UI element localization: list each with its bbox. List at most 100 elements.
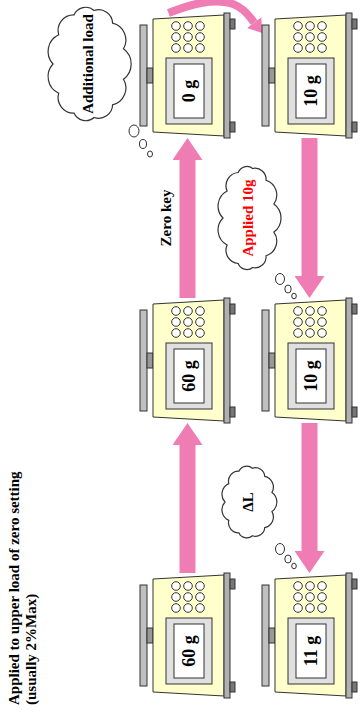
keypad-key xyxy=(318,44,327,53)
keypad-key xyxy=(196,593,205,602)
step-arrow xyxy=(302,423,318,551)
display-frame xyxy=(166,58,212,124)
weighing-pan xyxy=(140,25,147,126)
scale-foot xyxy=(230,579,235,589)
keypad-key xyxy=(306,307,315,316)
step-note: Applied to upper load of zero setting (u… xyxy=(6,465,39,705)
display-window xyxy=(174,349,204,403)
keypad-key xyxy=(318,307,327,316)
scale-base xyxy=(346,573,352,698)
display-window xyxy=(174,64,204,118)
cloud-shape xyxy=(218,166,281,269)
balance-scale: 60 g xyxy=(140,298,235,423)
keypad-key xyxy=(196,44,205,53)
keypad-key xyxy=(184,593,193,602)
balance-drawing xyxy=(140,13,235,138)
scale-foot xyxy=(230,682,235,692)
display-window xyxy=(174,624,204,678)
keypad-key xyxy=(184,22,193,31)
weight-reading: 60 g xyxy=(180,635,199,667)
keypad-key xyxy=(294,307,303,316)
keypad-key xyxy=(196,33,205,42)
scale-base xyxy=(224,298,230,423)
scale-body xyxy=(153,15,224,136)
keypad-key xyxy=(172,44,181,53)
keypad-key xyxy=(172,307,181,316)
step-arrow xyxy=(180,445,196,573)
balance-scale: 10 g xyxy=(262,13,357,138)
balance-scale: 0 g xyxy=(140,13,235,138)
edge-label: Zero key xyxy=(158,158,175,278)
thought-bubble xyxy=(292,563,297,569)
cloud-text-area: ΔL xyxy=(226,471,272,533)
thought-bubble xyxy=(285,555,291,563)
keypad-key xyxy=(306,22,315,31)
thought-cloud: ΔL xyxy=(218,461,280,543)
keypad-key xyxy=(172,33,181,42)
keypad-key xyxy=(172,604,181,613)
keypad-key xyxy=(184,604,193,613)
keypad-key xyxy=(294,44,303,53)
thought-bubble xyxy=(285,285,291,293)
keypad-key xyxy=(172,593,181,602)
keypad-key xyxy=(306,593,315,602)
weight-reading: 0 g xyxy=(180,80,199,103)
keypad-key xyxy=(172,22,181,31)
weighing-pan xyxy=(262,310,269,411)
keypad-key xyxy=(196,307,205,316)
keypad-key xyxy=(184,582,193,591)
scale-base xyxy=(346,298,352,423)
pan-stem xyxy=(269,628,275,643)
scale-foot xyxy=(230,407,235,417)
display-readout: 10 g xyxy=(296,64,326,118)
keypad-key xyxy=(294,329,303,338)
scale-body xyxy=(275,15,346,136)
cloud-text-area: Additional load xyxy=(54,13,124,115)
keypad-key xyxy=(196,318,205,327)
keypad-key xyxy=(184,329,193,338)
keypad-key xyxy=(196,329,205,338)
display-readout: 0 g xyxy=(174,64,204,118)
keypad-key xyxy=(306,604,315,613)
cloud-shape xyxy=(222,466,277,538)
keypad-key xyxy=(172,318,181,327)
thought-bubble xyxy=(148,151,153,157)
keypad-key xyxy=(306,33,315,42)
weight-reading: 11 g xyxy=(302,636,321,667)
cloud-text-area: Applied 10g xyxy=(224,171,274,265)
display-frame xyxy=(166,343,212,409)
pan-stem xyxy=(147,353,153,368)
thought-bubble xyxy=(292,293,297,299)
thought-cloud: Applied 10g xyxy=(216,161,282,275)
display-readout: 10 g xyxy=(296,349,326,403)
scale-foot xyxy=(230,19,235,29)
scale-body xyxy=(153,575,224,696)
scale-foot xyxy=(352,304,357,314)
pan-stem xyxy=(147,68,153,83)
keypad-key xyxy=(318,604,327,613)
cloud-text: ΔL xyxy=(241,492,257,511)
thought-cloud: Additional load xyxy=(46,3,132,125)
balance-scale: 11 g xyxy=(262,573,357,698)
scale-foot xyxy=(352,579,357,589)
keypad-key xyxy=(294,604,303,613)
keypad-key xyxy=(294,582,303,591)
scale-foot xyxy=(352,19,357,29)
weight-reading: 60 g xyxy=(180,360,199,392)
cloud-text: Applied 10g xyxy=(241,179,257,256)
step-arrow xyxy=(180,160,196,298)
keypad-key xyxy=(306,329,315,338)
keypad-key xyxy=(318,22,327,31)
display-frame xyxy=(166,618,212,684)
scale-foot xyxy=(230,304,235,314)
keypad-key xyxy=(172,329,181,338)
keypad-key xyxy=(294,22,303,31)
keypad-key xyxy=(318,33,327,42)
display-frame xyxy=(288,618,334,684)
scale-base xyxy=(346,13,352,138)
scale-body xyxy=(275,575,346,696)
keypad-key xyxy=(184,307,193,316)
scale-foot xyxy=(352,682,357,692)
cloud-shape xyxy=(48,7,131,120)
weighing-pan xyxy=(140,310,147,411)
